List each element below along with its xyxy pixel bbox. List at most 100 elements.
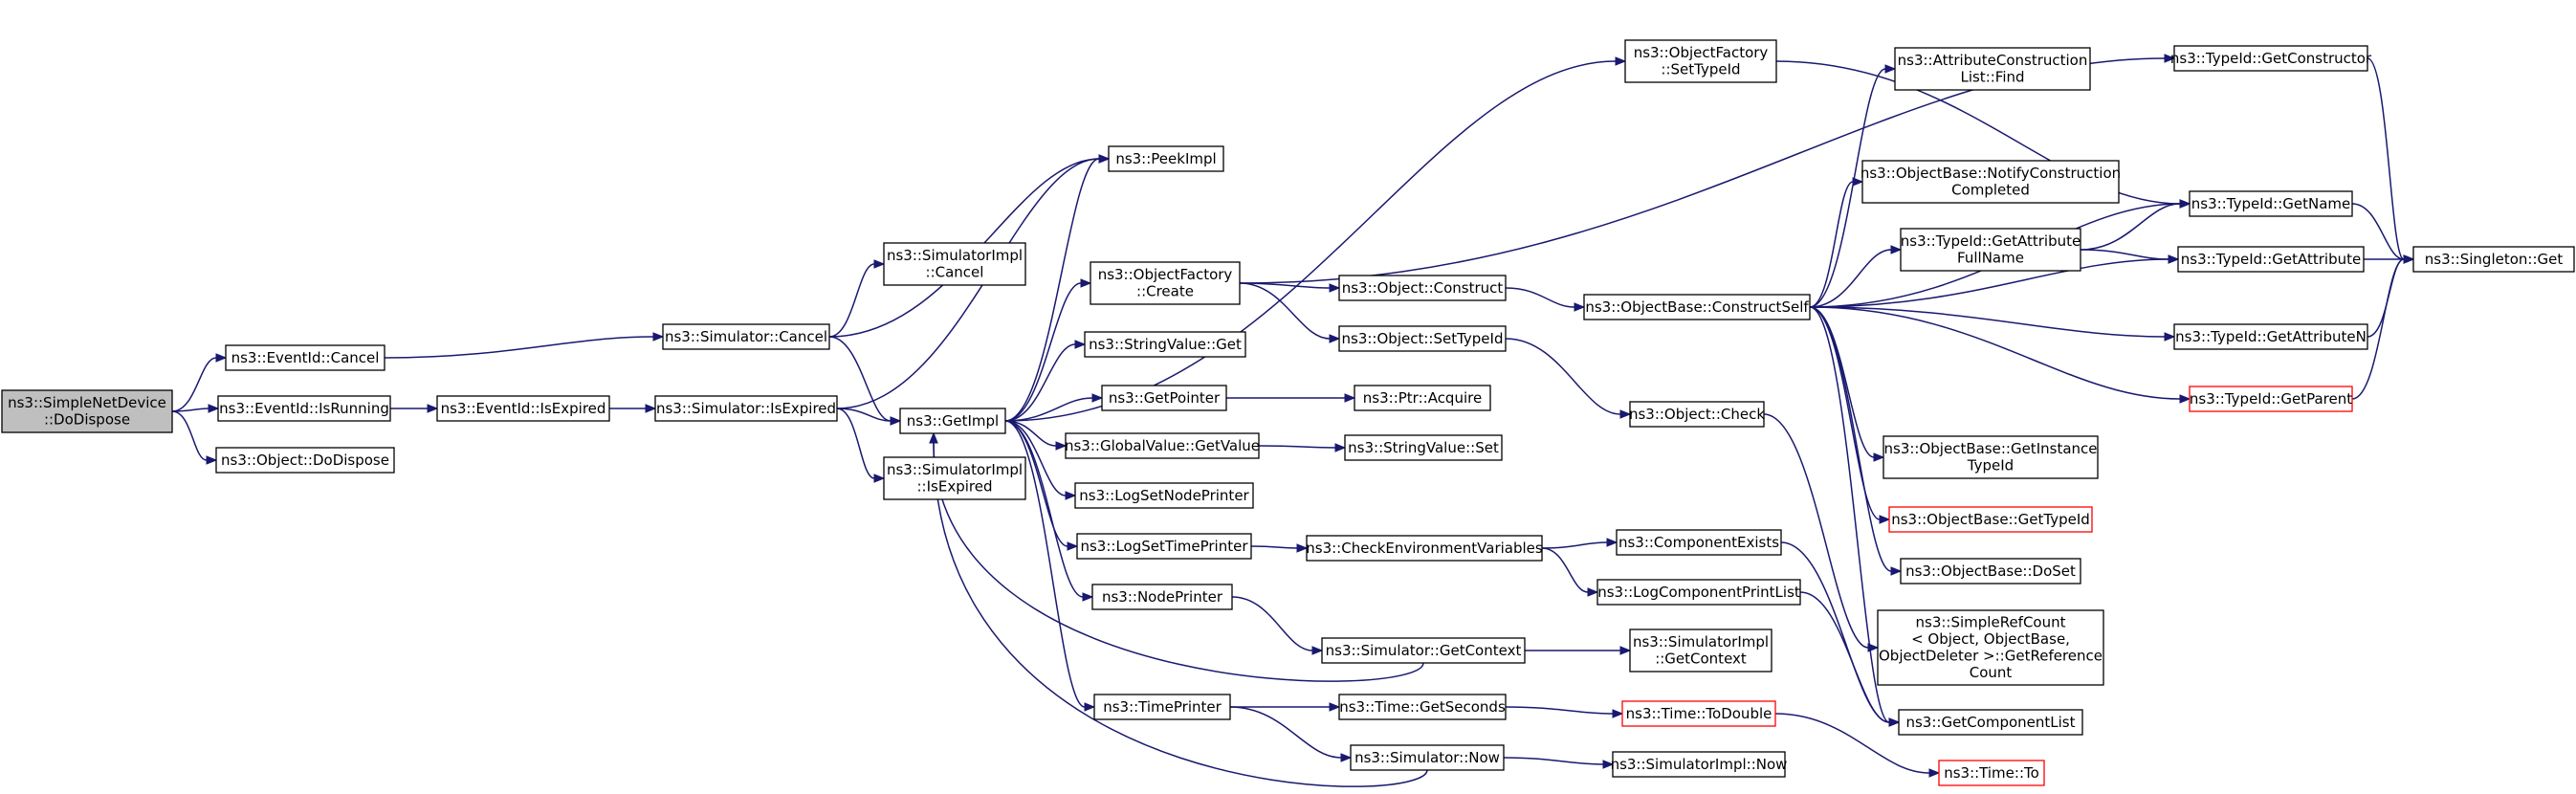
node-peekImpl[interactable]: ns3::PeekImpl	[1108, 145, 1224, 172]
node-objConstruct[interactable]: ns3::Object::Construct	[1338, 275, 1507, 301]
node-label: ns3::Simulator::Cancel	[665, 328, 827, 345]
node-logCompPrint[interactable]: ns3::LogComponentPrintList	[1596, 579, 1801, 606]
node-ofSetTypeId[interactable]: ns3::ObjectFactory::SetTypeId	[1624, 39, 1777, 83]
node-obConstructSelf[interactable]: ns3::ObjectBase::ConstructSelf	[1583, 294, 1811, 320]
node-tidGetParent[interactable]: ns3::TypeId::GetParent	[2189, 386, 2353, 412]
node-ptrAcquire[interactable]: ns3::Ptr::Acquire	[1354, 385, 1491, 411]
node-box	[1900, 228, 2081, 272]
node-gvGetValue[interactable]: ns3::GlobalValue::GetValue	[1065, 432, 1260, 459]
node-getPointer[interactable]: ns3::GetPointer	[1101, 385, 1227, 411]
node-simExpired[interactable]: ns3::Simulator::IsExpired	[654, 395, 838, 422]
node-tidGetAttributeN[interactable]: ns3::TypeId::GetAttributeN	[2173, 323, 2368, 350]
edge-root-to-objDoDispose	[171, 410, 218, 465]
edge-objConstruct-to-obConstructSelf	[1505, 287, 1586, 312]
node-timeTo[interactable]: ns3::Time::To	[1938, 760, 2045, 786]
node-box	[1888, 506, 2093, 533]
node-evCancel[interactable]: ns3::EventId::Cancel	[225, 344, 385, 371]
node-label: ns3::Object::Construct	[1342, 279, 1504, 297]
node-box	[1877, 609, 2104, 686]
node-label: ns3::CheckEnvironmentVariables	[1306, 540, 1543, 557]
node-obNotify[interactable]: ns3::ObjectBase::NotifyConstructionCompl…	[1860, 160, 2121, 204]
node-srcGetRef[interactable]: ns3::SimpleRefCount< Object, ObjectBase,…	[1877, 609, 2104, 686]
node-obDoSet[interactable]: ns3::ObjectBase::DoSet	[1900, 558, 2081, 584]
node-label: ns3::ObjectFactory	[1098, 266, 1233, 283]
node-simGetContext[interactable]: ns3::Simulator::GetContext	[1321, 637, 1526, 664]
node-timeToDouble[interactable]: ns3::Time::ToDouble	[1621, 700, 1776, 727]
node-ofCreate[interactable]: ns3::ObjectFactory::Create	[1090, 261, 1241, 305]
edge-nodePrinter-to-simGetContext	[1231, 596, 1324, 655]
node-timeGetSeconds[interactable]: ns3::Time::GetSeconds	[1338, 694, 1507, 720]
edge-root-to-evRunning	[171, 404, 220, 413]
node-timePrinter[interactable]: ns3::TimePrinter	[1093, 694, 1231, 720]
edge-evCancel-to-simCancel	[384, 332, 665, 359]
node-label: ns3::SimpleRefCount	[1916, 614, 2066, 631]
edge-tidGetConstructor-to-singletonGet	[2367, 57, 2415, 264]
node-label: ns3::NodePrinter	[1102, 588, 1223, 606]
node-strSet[interactable]: ns3::StringValue::Set	[1344, 434, 1503, 461]
node-box	[1074, 482, 1254, 509]
node-checkEnv[interactable]: ns3::CheckEnvironmentVariables	[1306, 535, 1543, 562]
node-getImpl[interactable]: ns3::GetImpl	[899, 408, 1006, 434]
node-simNow[interactable]: ns3::Simulator::Now	[1350, 744, 1505, 771]
node-label: ns3::ObjectBase::ConstructSelf	[1585, 298, 1809, 316]
node-box	[654, 395, 838, 422]
node-label: ns3::Simulator::IsExpired	[656, 400, 836, 417]
node-simImplCancel[interactable]: ns3::SimulatorImpl::Cancel	[883, 242, 1026, 286]
node-tidGetAttribute[interactable]: ns3::TypeId::GetAttribute	[2177, 246, 2365, 273]
node-label: ns3::PeekImpl	[1115, 150, 1216, 167]
node-simCancel[interactable]: ns3::Simulator::Cancel	[662, 323, 830, 350]
node-singletonGet[interactable]: ns3::Singleton::Get	[2412, 246, 2575, 273]
node-logNode[interactable]: ns3::LogSetNodePrinter	[1074, 482, 1254, 509]
node-label: ns3::TypeId::GetAttribute	[2181, 251, 2361, 268]
node-box	[1338, 325, 1507, 352]
node-label: ns3::LogSetNodePrinter	[1079, 487, 1249, 504]
node-strGet[interactable]: ns3::StringValue::Get	[1084, 331, 1246, 358]
node-label: ::GetContext	[1655, 651, 1747, 668]
node-logTime[interactable]: ns3::LogSetTimePrinter	[1076, 533, 1252, 560]
edge-getImpl-to-logNode	[1004, 420, 1077, 500]
node-evExpired[interactable]: ns3::EventId::IsExpired	[436, 395, 610, 422]
node-label: TypeId	[1967, 457, 2014, 474]
node-objDoDispose[interactable]: ns3::Object::DoDispose	[215, 447, 395, 474]
node-objSetTypeId[interactable]: ns3::Object::SetTypeId	[1338, 325, 1507, 352]
node-label: ns3::LogSetTimePrinter	[1080, 538, 1248, 555]
node-box	[1344, 434, 1503, 461]
node-tidGetName[interactable]: ns3::TypeId::GetName	[2189, 190, 2353, 217]
node-nodePrinter[interactable]: ns3::NodePrinter	[1091, 584, 1233, 610]
node-objCheck[interactable]: ns3::Object::Check	[1629, 401, 1765, 428]
edge-timeGetSeconds-to-timeToDouble	[1505, 706, 1624, 718]
edge-ofCreate-to-objConstruct	[1239, 282, 1341, 293]
node-root[interactable]: ns3::SimpleNetDevice::DoDispose	[1, 389, 173, 433]
node-label: ns3::Object::SetTypeId	[1342, 330, 1504, 347]
node-simImplExpired[interactable]: ns3::SimulatorImpl::IsExpired	[883, 456, 1026, 500]
edge-checkEnv-to-compExists	[1541, 538, 1618, 549]
node-box	[1900, 558, 2081, 584]
node-label: ns3::StringValue::Get	[1089, 336, 1242, 353]
node-box	[2412, 246, 2575, 273]
node-label: ns3::Time::ToDouble	[1626, 705, 1772, 722]
edge-timePrinter-to-simNow	[1229, 706, 1353, 762]
node-simImplNow[interactable]: ns3::SimulatorImpl::Now	[1611, 751, 1788, 778]
edge-simCancel-to-simImplCancel	[828, 259, 886, 338]
node-label: ns3::SimulatorImpl	[1633, 633, 1769, 651]
node-getCompList[interactable]: ns3::GetComponentList	[1898, 709, 2083, 736]
node-simImplGetContext[interactable]: ns3::SimulatorImpl::GetContext	[1629, 629, 1772, 673]
edge-obConstructSelf-to-tidGetAttributeN	[1809, 306, 2176, 342]
node-label: ns3::StringValue::Set	[1348, 439, 1499, 456]
node-label: ns3::Object::DoDispose	[221, 452, 389, 469]
node-box	[225, 344, 385, 371]
edge-simNow-to-simImplNow	[1503, 757, 1615, 769]
node-tidGetConstructor[interactable]: ns3::TypeId::GetConstructor	[2170, 45, 2372, 72]
node-evRunning[interactable]: ns3::EventId::IsRunning	[217, 395, 391, 422]
node-box	[1938, 760, 2045, 786]
node-box	[1338, 694, 1507, 720]
edge-simCancel-to-getImpl	[828, 336, 902, 426]
node-box	[1, 389, 173, 433]
node-compExists[interactable]: ns3::ComponentExists	[1616, 529, 1782, 556]
edge-evRunning-to-evExpired	[390, 404, 439, 413]
node-obGetTypeId[interactable]: ns3::ObjectBase::GetTypeId	[1888, 506, 2093, 533]
